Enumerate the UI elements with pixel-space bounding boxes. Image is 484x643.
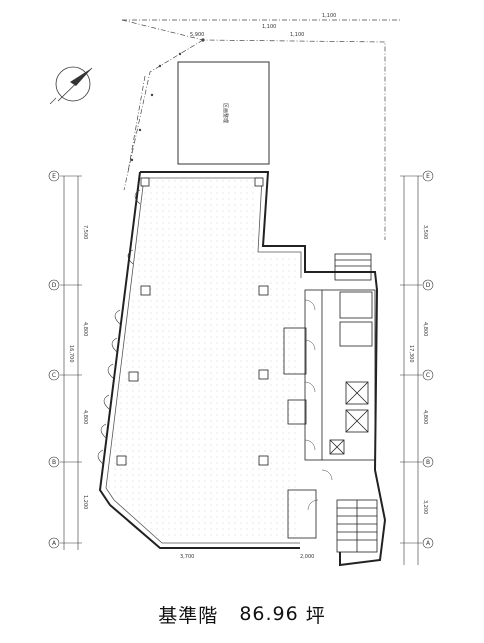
north-arrow-icon	[49, 66, 93, 105]
dimension-left-span: 4,800	[82, 322, 88, 336]
dimension-right-span: 4,800	[422, 322, 428, 336]
axis-label-left: A	[52, 540, 57, 547]
axis-label-left: D	[52, 282, 57, 289]
axis-label-left: C	[52, 372, 56, 379]
adjacent-parking-area	[177, 61, 270, 165]
dimension-bottom-span: 2,000	[300, 554, 314, 560]
columns	[116, 177, 269, 466]
floor-label: 基準階	[158, 604, 219, 627]
office-floor-area	[108, 180, 300, 540]
dimension-left-span: 4,800	[82, 410, 88, 424]
dimension-left-span: 7,500	[82, 225, 88, 239]
building-core	[283, 253, 378, 553]
dimension-bottom-span: 3,700	[180, 554, 194, 560]
dimension-right-total: 17,300	[408, 345, 414, 363]
site-boundary	[121, 19, 402, 240]
floor-area-caption: 基準階 86.96 坪	[0, 596, 484, 632]
dimension-right-span: 4,800	[422, 410, 428, 424]
axis-label-right: C	[426, 372, 430, 379]
area-value: 86.96	[239, 603, 299, 625]
svg-text:区画整理: 区画整理	[222, 103, 229, 123]
axis-labels: E D C B A E D C B A	[52, 173, 431, 547]
dimension-right-span: 3,500	[422, 225, 428, 239]
dimension-top-span: 1,100	[290, 32, 304, 38]
building-outline-inner	[105, 177, 302, 544]
svg-text:1,100: 1,100	[262, 24, 276, 30]
svg-text:1,100: 1,100	[322, 13, 336, 19]
door-swings	[304, 299, 333, 511]
dimension-lines	[60, 175, 422, 565]
axis-label-right: E	[426, 173, 430, 180]
dimension-top-span: 5,900	[190, 32, 204, 38]
dimension-right-span: 3,200	[422, 500, 428, 514]
axis-label-left: B	[52, 459, 56, 466]
west-windows	[97, 189, 141, 465]
axis-label-right: A	[426, 540, 431, 547]
axis-label-right: B	[426, 459, 430, 466]
floor-plan: 1,100 1,100 区画整理	[48, 13, 434, 567]
building-outline	[98, 171, 387, 567]
area-unit: 坪	[305, 604, 326, 627]
dimension-left-total: 16,700	[68, 345, 74, 363]
axis-label-left: E	[52, 173, 56, 180]
dimension-left-span: 1,200	[82, 495, 88, 509]
axis-markers	[48, 170, 434, 549]
boundary-markers	[130, 38, 205, 162]
axis-label-right: D	[426, 282, 431, 289]
